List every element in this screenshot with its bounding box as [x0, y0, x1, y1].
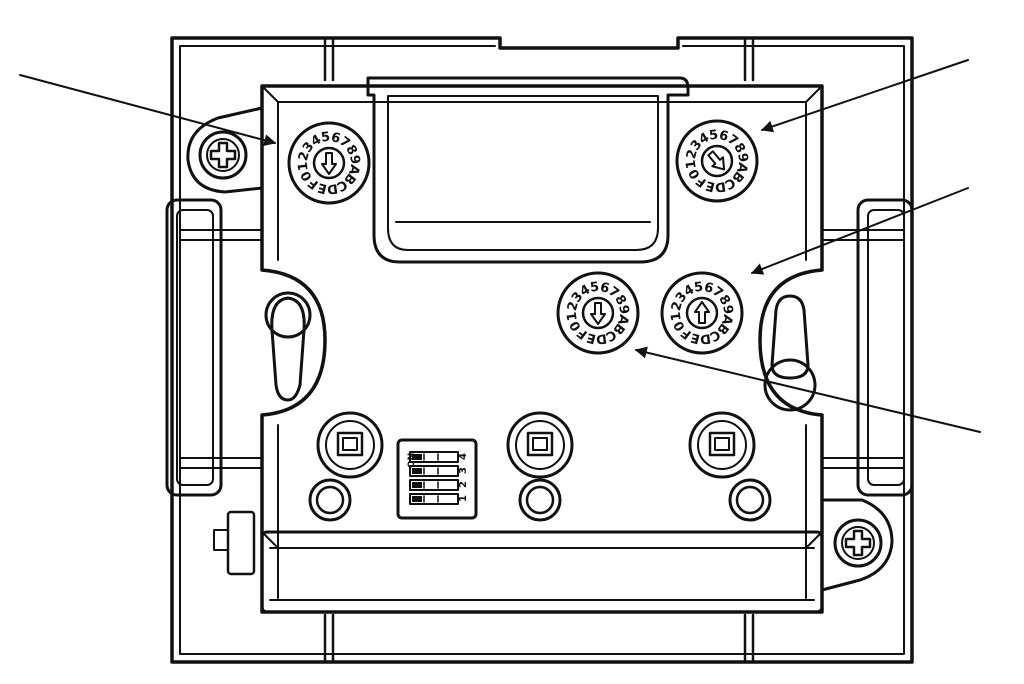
- led-hole-2: [518, 478, 562, 522]
- left-rail: [165, 198, 223, 497]
- callout-arrow-middle-left: [634, 346, 981, 433]
- rotary-digit: 9: [615, 304, 631, 315]
- push-button-1: [316, 411, 384, 479]
- rotary-digit: 9: [346, 154, 362, 165]
- dip-position-2: 3: [458, 467, 469, 474]
- rotary-digit: 1: [565, 311, 581, 322]
- rotary-pointer-icon: [694, 301, 710, 324]
- dip-lever: [409, 493, 459, 505]
- rotary-pointer-icon: [707, 150, 726, 171]
- rotary-digit: D: [699, 330, 712, 346]
- rotary-digit: A: [614, 313, 631, 327]
- connector-clip: [213, 510, 256, 576]
- screw-right-icon: [844, 529, 872, 557]
- bottom-rail: [260, 530, 824, 614]
- callout-arrow-top-left: [19, 74, 277, 147]
- rotary-digit: E: [585, 329, 597, 346]
- dip-lever: [409, 479, 459, 491]
- dip-switch: ON 4 3 2 1: [396, 438, 478, 520]
- rotary-digit: 9: [734, 152, 750, 163]
- top-bracket: [366, 76, 690, 264]
- callout-arrow-top-right: [760, 59, 969, 133]
- screw-tab-left: [186, 106, 264, 194]
- rotary-digit: 1: [684, 159, 700, 170]
- rotary-digit: D: [326, 180, 339, 196]
- rotary-digit: 2: [669, 300, 686, 313]
- screw-left-icon: [209, 141, 237, 169]
- push-button-2: [506, 411, 574, 479]
- rotary-digit: A: [345, 163, 362, 177]
- rotary-digit: D: [595, 330, 608, 346]
- led-hole-1: [308, 478, 352, 522]
- rotary-pointer-icon: [590, 302, 606, 325]
- dip-position-1: 4: [458, 453, 469, 460]
- dip-switch-on-label: ON: [407, 453, 417, 468]
- rotary-digit: D: [714, 178, 727, 194]
- rotary-digit: 5: [693, 280, 704, 296]
- rotary-digit: E: [704, 177, 716, 194]
- dip-lever: [409, 451, 459, 463]
- rotary-digit: E: [689, 329, 701, 346]
- push-button-3: [688, 411, 756, 479]
- rotary-digit: 6: [598, 280, 611, 297]
- keyhole-left: [264, 291, 312, 402]
- dip-lever: [409, 465, 459, 477]
- rotary-digit: 9: [719, 304, 735, 315]
- rotary-digit: 6: [329, 130, 342, 147]
- rotary-digit: A: [733, 161, 750, 175]
- rotary-digit: 6: [702, 280, 715, 297]
- rotary-digit: 1: [296, 161, 312, 172]
- rotary-digit: 5: [708, 128, 719, 144]
- rotary-digit: 1: [669, 311, 685, 322]
- rotary-digit: 6: [717, 128, 730, 145]
- callout-arrows: [19, 59, 981, 433]
- callout-arrow-middle-right: [750, 187, 969, 275]
- rotary-digit: E: [316, 179, 328, 196]
- outer-frame: [170, 36, 914, 664]
- rotary-digit: 2: [565, 300, 582, 313]
- dip-position-4: 1: [458, 495, 469, 502]
- right-rail: [856, 198, 914, 497]
- dip-position-3: 2: [458, 481, 469, 488]
- rotary-digit: 2: [684, 148, 701, 161]
- rotary-pointer-icon: [321, 152, 337, 175]
- rotary-digit: A: [718, 313, 735, 327]
- rotary-digit: 2: [296, 150, 313, 163]
- screw-tab-right: [820, 498, 894, 592]
- rotary-digit: 5: [589, 280, 600, 296]
- keyhole-right: [763, 294, 817, 412]
- rotary-digit: 5: [320, 130, 331, 146]
- led-hole-3: [728, 478, 772, 522]
